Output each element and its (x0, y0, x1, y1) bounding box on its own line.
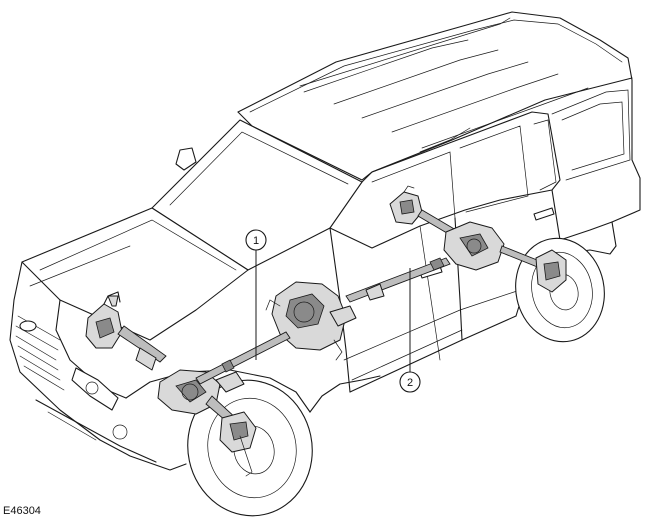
rear-axle-assembly (389, 185, 567, 293)
front-propeller-shaft (195, 331, 291, 385)
rear-wheel (515, 237, 605, 343)
callout-1-label: 1 (253, 235, 259, 247)
callout-1: 1 (245, 229, 267, 360)
front-axle-assembly (85, 291, 257, 477)
figure-code: E46304 (3, 505, 41, 517)
callout-2-label: 2 (407, 377, 413, 389)
vehicle-body (9, 11, 641, 471)
callout-2: 2 (399, 268, 421, 393)
rear-propeller-shaft (345, 257, 451, 303)
transfer-box (265, 281, 357, 361)
